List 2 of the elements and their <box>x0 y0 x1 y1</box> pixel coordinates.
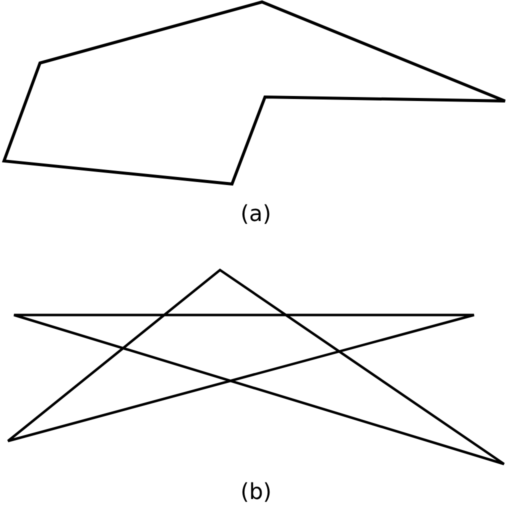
figure-label: (b) <box>240 482 272 504</box>
figure-label: (a) <box>240 204 272 226</box>
